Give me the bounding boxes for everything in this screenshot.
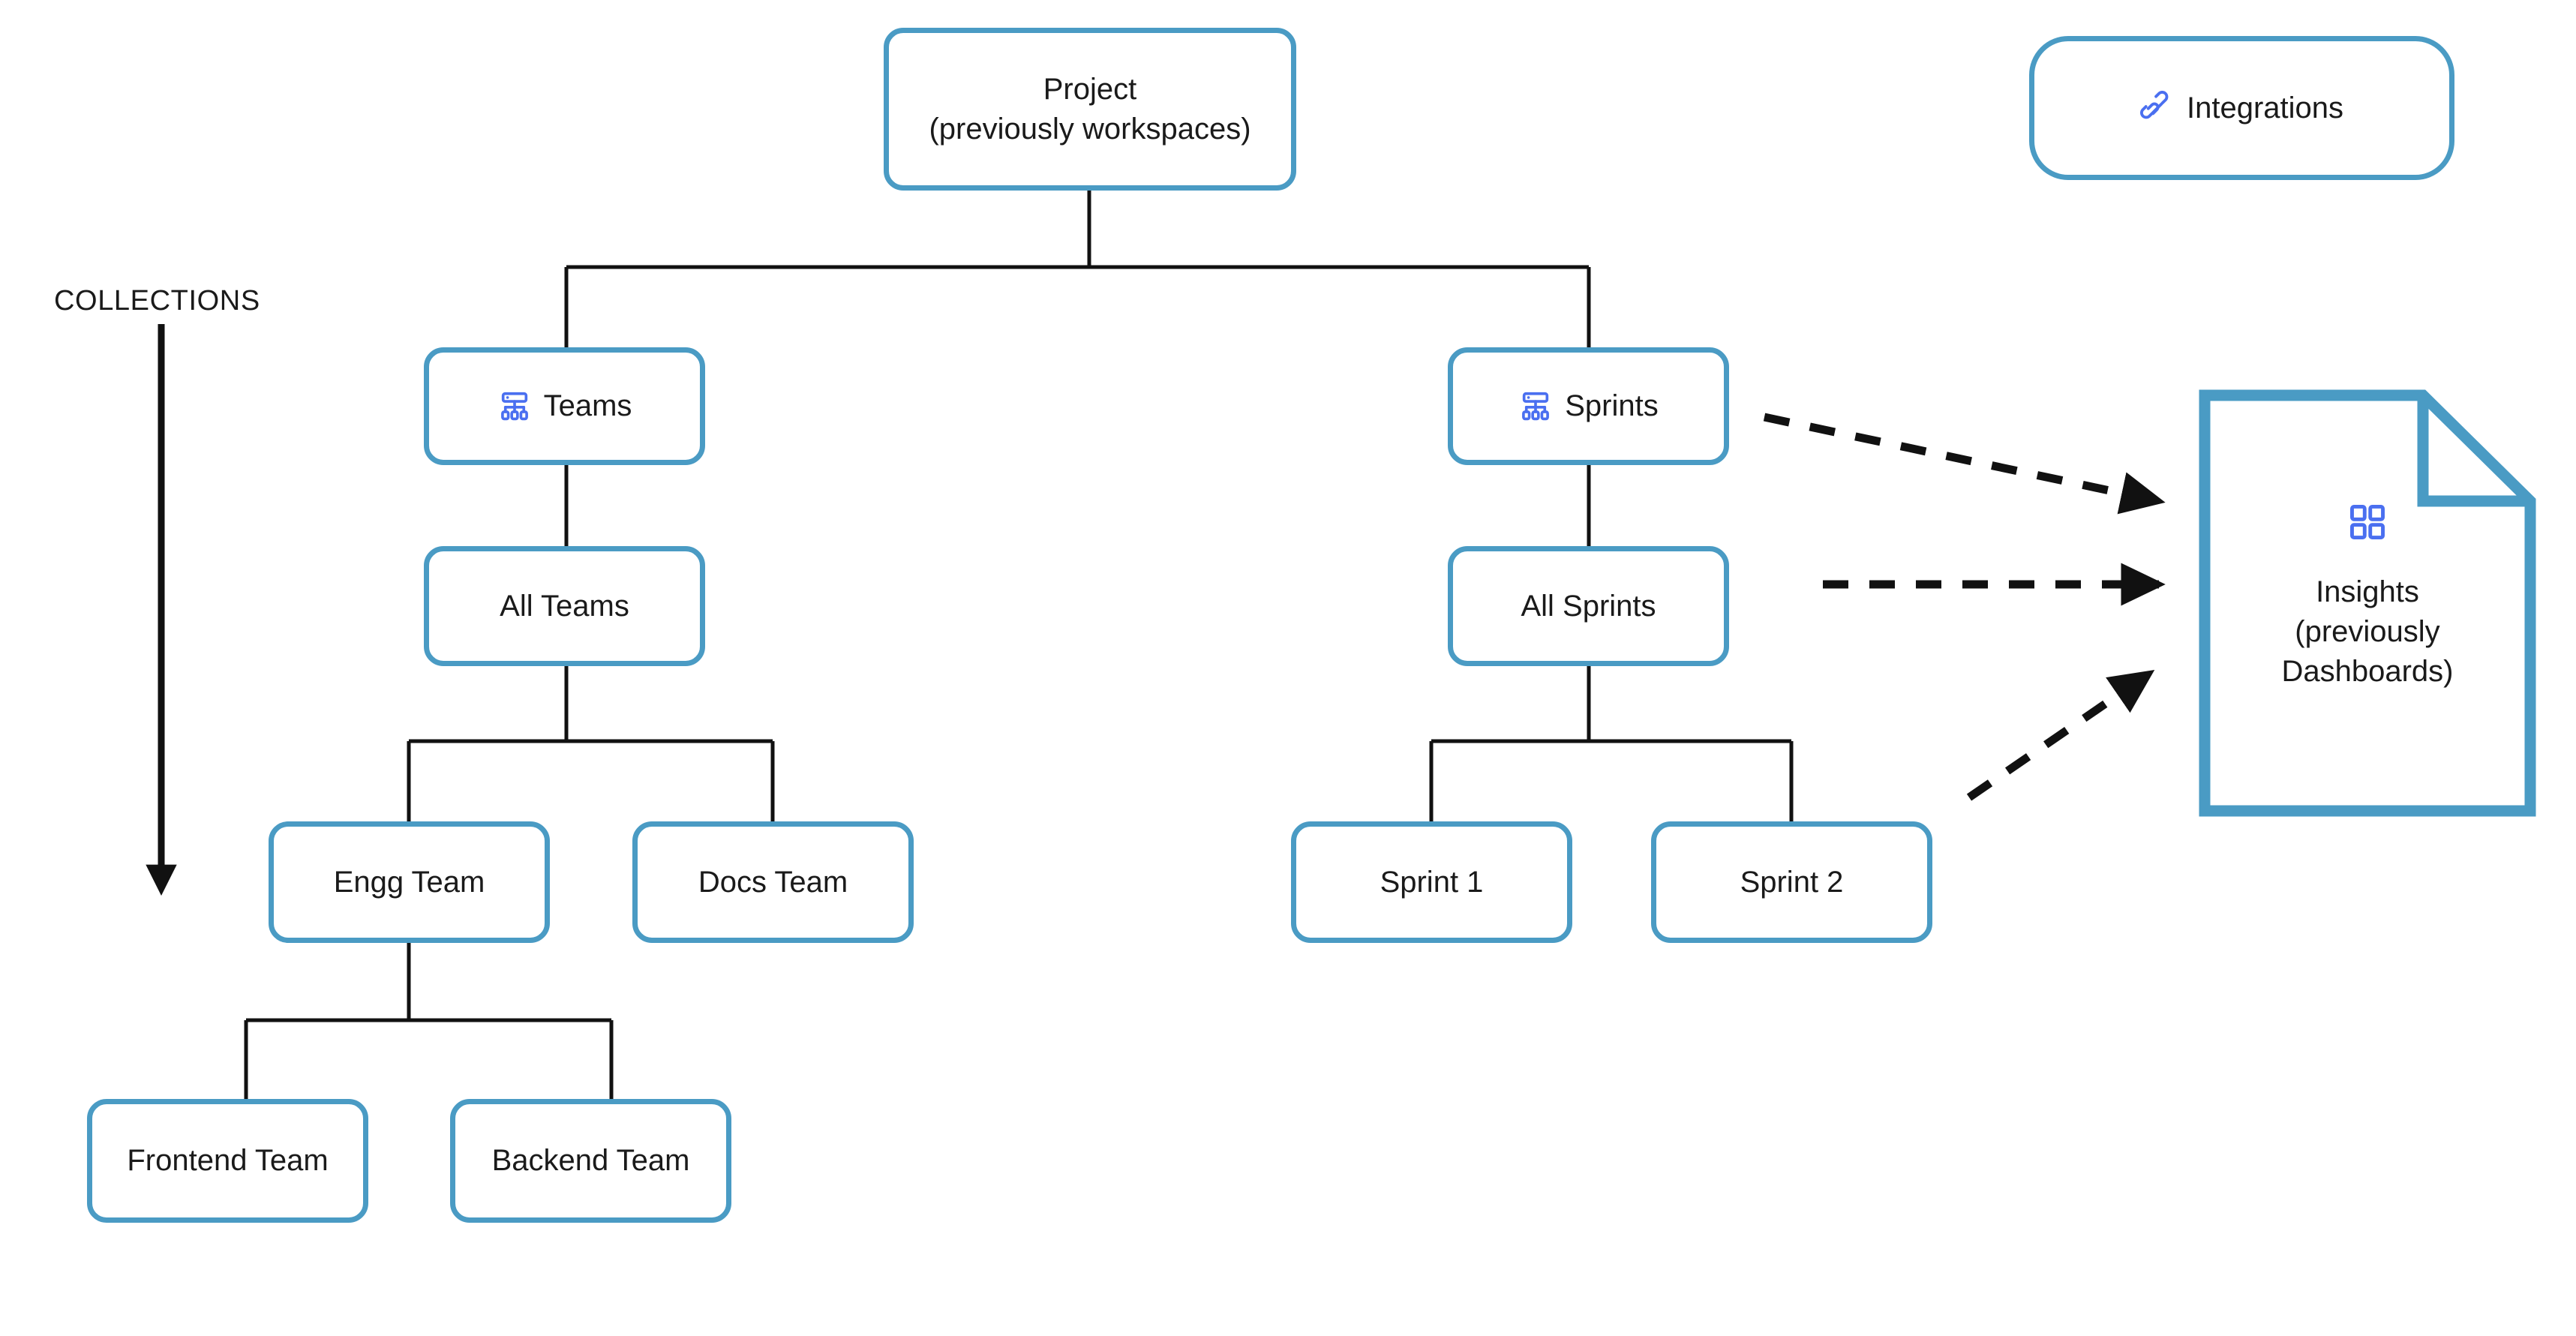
- hierarchy-icon: [497, 389, 532, 424]
- node-teams-label: Teams: [543, 389, 632, 423]
- plug-connector-icon: [2139, 91, 2175, 125]
- node-all-teams-label: All Teams: [500, 589, 629, 623]
- node-teams[interactable]: Teams: [424, 347, 705, 465]
- node-engg-team[interactable]: Engg Team: [269, 821, 550, 943]
- node-docs-team[interactable]: Docs Team: [632, 821, 914, 943]
- edge-sprint2-insights-dashed: [1966, 670, 2155, 801]
- node-all-teams[interactable]: All Teams: [424, 546, 705, 666]
- node-project-label: Project (previously workspaces): [929, 72, 1251, 146]
- node-engg-team-label: Engg Team: [333, 865, 485, 899]
- node-insights[interactable]: Insights (previously Dashboards): [2198, 389, 2537, 818]
- node-frontend-team-label: Frontend Team: [127, 1144, 329, 1178]
- node-sprint-2-label: Sprint 2: [1740, 865, 1844, 899]
- node-sprint-1[interactable]: Sprint 1: [1291, 821, 1572, 943]
- node-sprints-label: Sprints: [1565, 389, 1659, 423]
- node-integrations[interactable]: Integrations: [2029, 36, 2454, 180]
- document-outline: [2199, 389, 2536, 817]
- node-docs-team-label: Docs Team: [698, 865, 848, 899]
- node-sprints[interactable]: Sprints: [1448, 347, 1729, 465]
- node-frontend-team[interactable]: Frontend Team: [87, 1099, 368, 1223]
- hierarchy-icon: [1518, 389, 1553, 424]
- node-sprint-1-label: Sprint 1: [1380, 865, 1484, 899]
- node-all-sprints-label: All Sprints: [1521, 589, 1656, 623]
- node-integrations-label: Integrations: [2186, 91, 2344, 125]
- node-sprint-2[interactable]: Sprint 2: [1651, 821, 1932, 943]
- node-backend-team-label: Backend Team: [491, 1144, 690, 1178]
- node-backend-team[interactable]: Backend Team: [450, 1099, 731, 1223]
- edge-sprints-insights-dashed: [1763, 413, 2166, 515]
- collections-section-label: COLLECTIONS: [54, 285, 260, 317]
- node-project[interactable]: Project (previously workspaces): [884, 28, 1296, 191]
- node-all-sprints[interactable]: All Sprints: [1448, 546, 1729, 666]
